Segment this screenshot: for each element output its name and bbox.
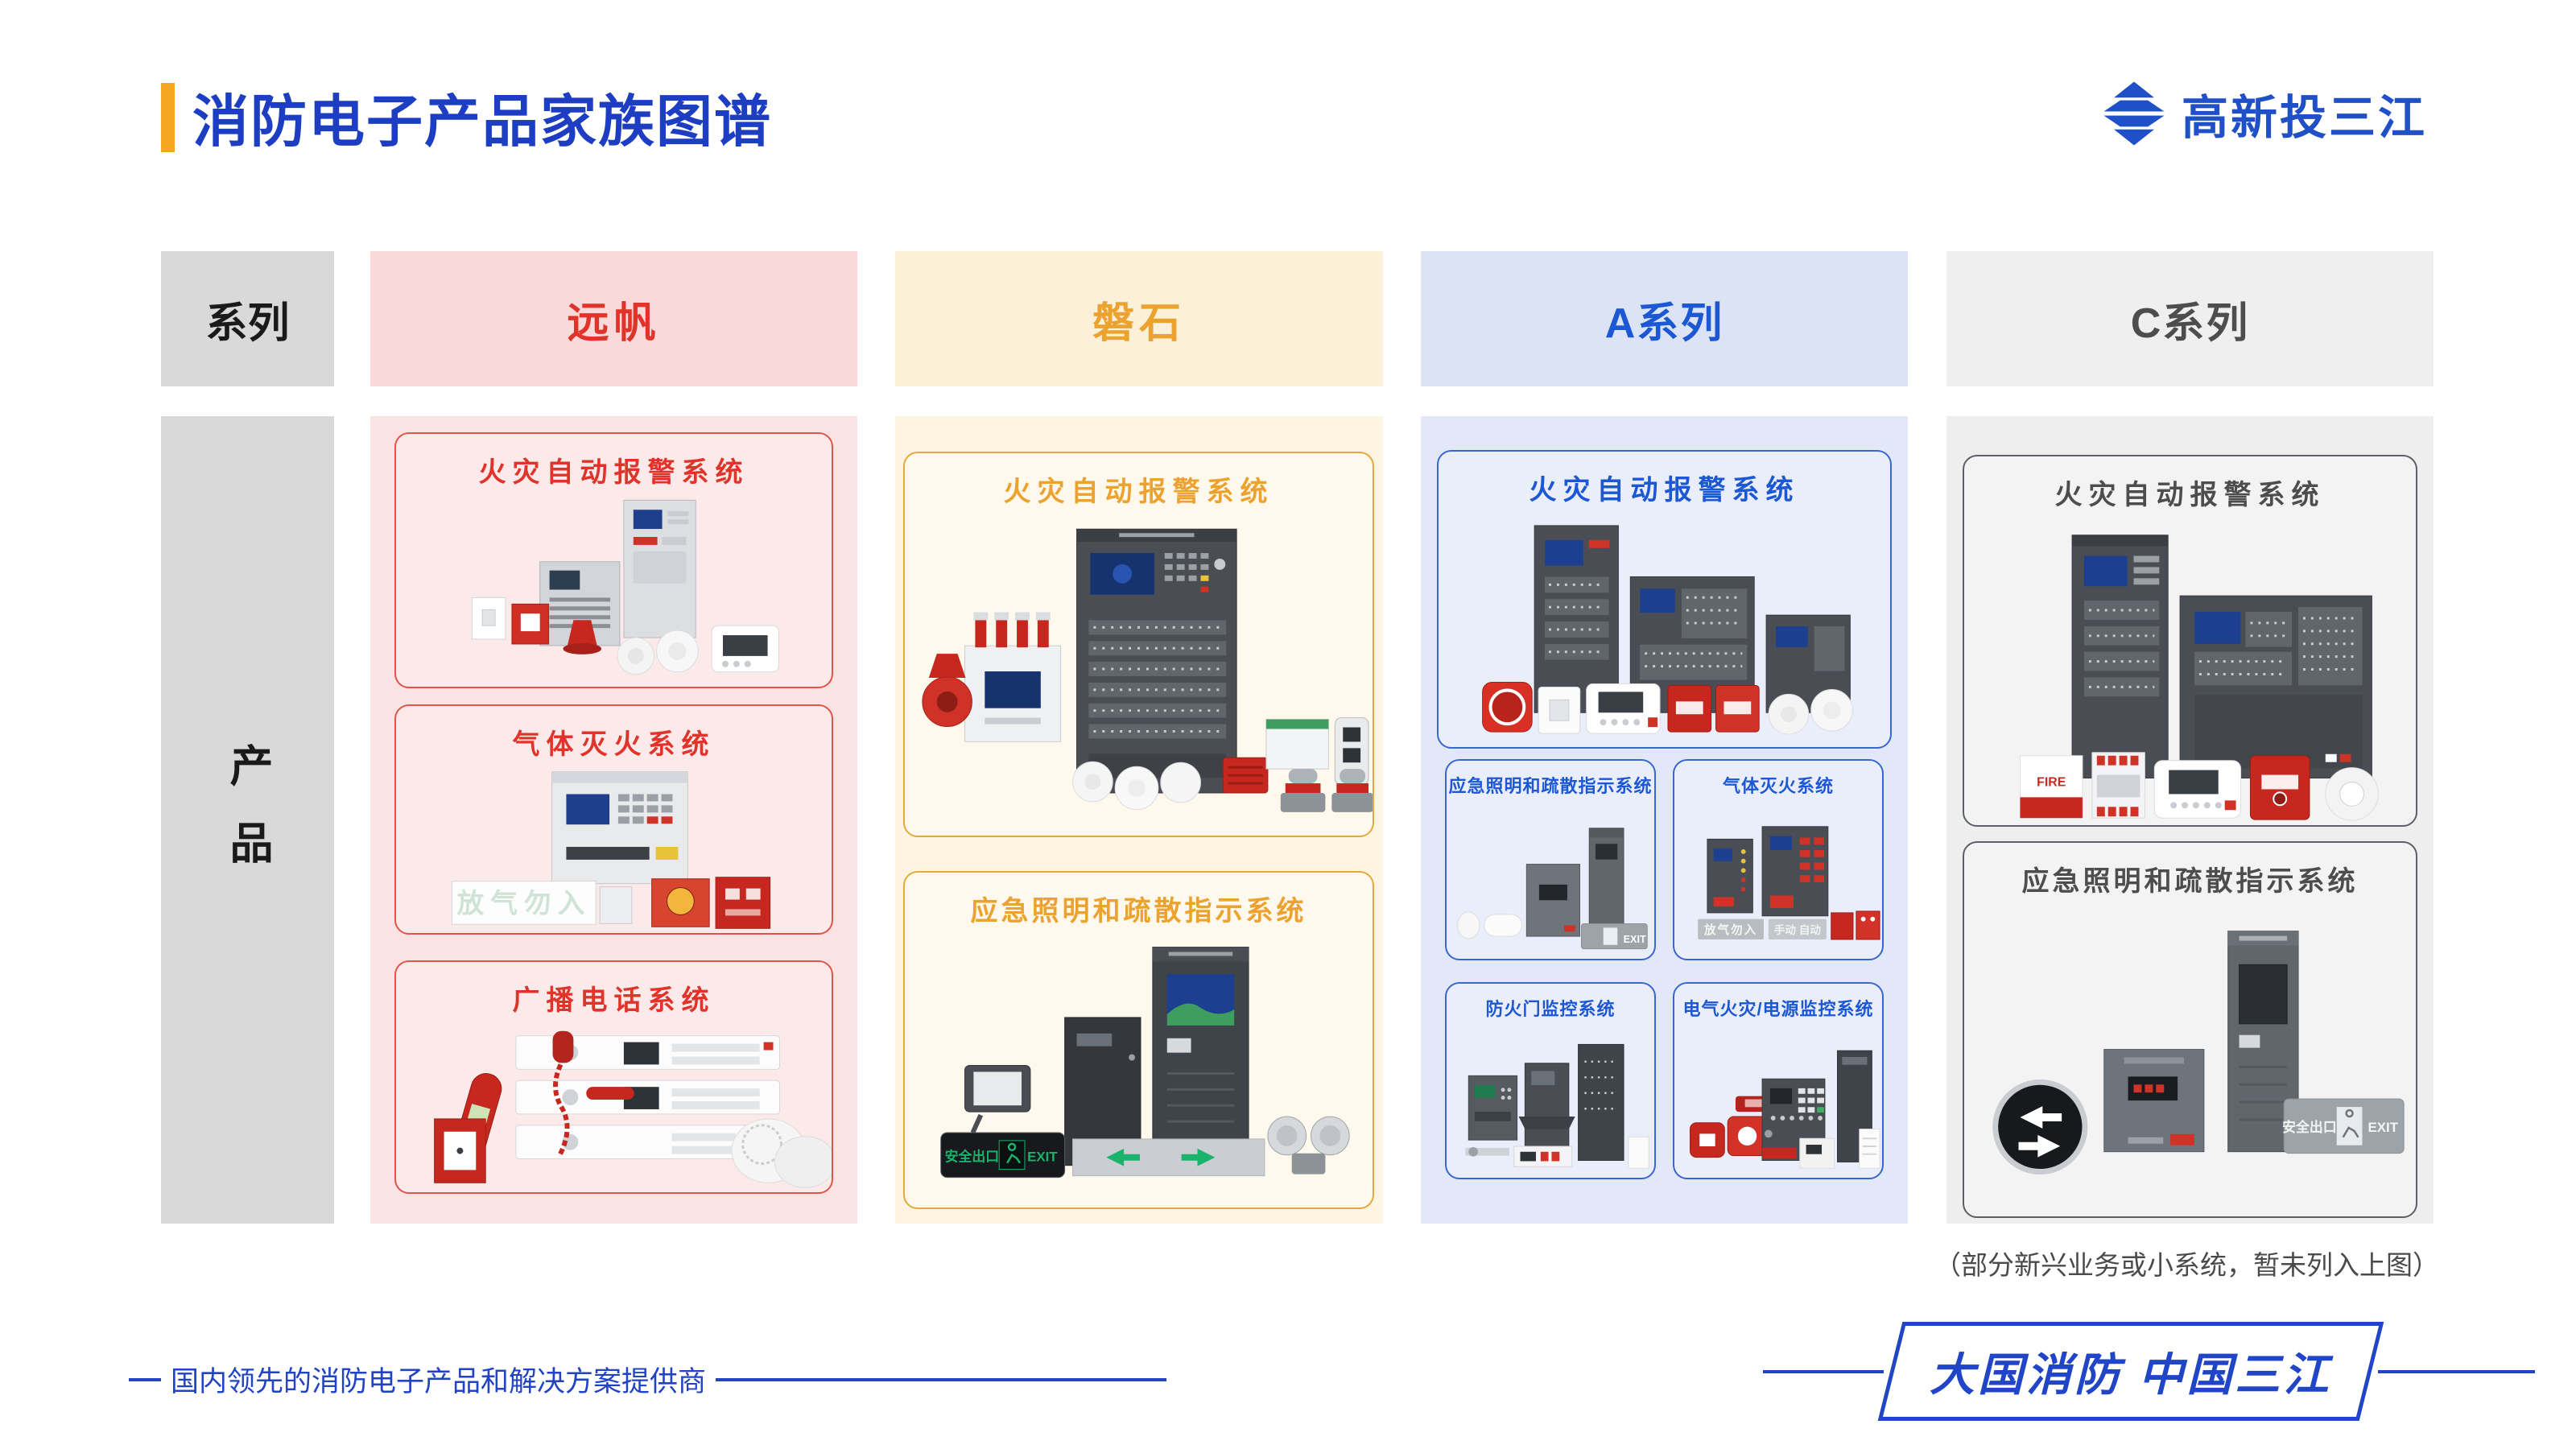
brand-line-left [1763, 1369, 1884, 1373]
box-a-electrical-fire-monitoring: 电气火灾/电源监控系统 [1673, 982, 1884, 1179]
gas-warning-sign-text: 放气勿入 [456, 888, 591, 919]
box-title: 火灾自动报警系统 [1003, 477, 1274, 507]
company-logo: 高新投三江 [2099, 79, 2427, 148]
gas-warning-sign-text: 放气勿入 [1703, 923, 1757, 937]
box-a-fire-door-monitoring: 防火门监控系统 [1445, 982, 1656, 1179]
footnote: （部分新兴业务或小系统，暂未列入上图） [1934, 1250, 2439, 1280]
box-a-fire-alarm: 火灾自动报警系统 [1437, 450, 1892, 749]
fire-alarm-system-illustration: FIRE [2020, 535, 2379, 821]
broadcast-telephone-illustration [434, 1030, 832, 1188]
column-body-c-series: 火灾自动报警系统 [1946, 416, 2434, 1224]
footer-slogan-block: 国内领先的消防电子产品和解决方案提供商 [129, 1359, 1167, 1400]
box-a-gas-suppression: 气体灭火系统 放气勿入 手动 自动 [1673, 759, 1884, 960]
exit-sign-en-text: EXIT [1624, 934, 1646, 945]
column-header-a-series: A系列 [1421, 251, 1908, 386]
diamond-logo-icon [2100, 81, 2168, 146]
box-panshi-fire-alarm: 火灾自动报警系统 [903, 452, 1374, 837]
box-title: 火灾自动报警系统 [1529, 475, 1800, 506]
exit-sign-en-text: EXIT [1027, 1150, 1058, 1165]
emergency-lighting-illustration: 安全出口 EXIT [940, 947, 1350, 1179]
box-title: 气体灭火系统 [512, 729, 716, 760]
fire-module-label-text: FIRE [2037, 775, 2066, 789]
column-header-yuanfan: 远帆 [370, 251, 857, 386]
footer-line-right [716, 1377, 1167, 1381]
box-title: 应急照明和疏散指示系统 [970, 896, 1307, 927]
box-title: 电气火灾/电源监控系统 [1682, 999, 1874, 1019]
exit-sign-cn-text: 安全出口 [945, 1149, 1000, 1165]
brand-line-right [2377, 1369, 2535, 1373]
emergency-lighting-illustration: EXIT [1457, 828, 1648, 950]
box-yuanfan-fire-alarm: 火灾自动报警系统 [394, 432, 833, 688]
product-row-label: 产品 [223, 742, 271, 898]
column-header-c-series: C系列 [1946, 251, 2434, 386]
brand-script-text: 大国消防 中国三江 [1930, 1349, 2332, 1400]
fire-alarm-system-illustration [471, 499, 779, 675]
brand-block: 大国消防 中国三江 [1763, 1322, 2535, 1421]
brand-parallelogram: 大国消防 中国三江 [1877, 1322, 2384, 1421]
box-title: 火灾自动报警系统 [478, 457, 749, 488]
box-title: 应急照明和疏散指示系统 [1448, 776, 1653, 796]
footer-line-left [129, 1377, 161, 1381]
column-body-a-series: 火灾自动报警系统 [1421, 416, 1908, 1224]
box-title: 火灾自动报警系统 [2054, 480, 2326, 510]
fire-alarm-system-illustration [922, 528, 1373, 812]
box-title: 防火门监控系统 [1485, 999, 1616, 1019]
column-body-panshi: 火灾自动报警系统 [895, 416, 1383, 1224]
box-a-emergency-lighting: 应急照明和疏散指示系统 EXIT [1445, 759, 1656, 960]
box-panshi-emergency-lighting: 应急照明和疏散指示系统 安全出口 EXIT [903, 871, 1374, 1209]
product-row-label-cell: 产品 [161, 416, 334, 1224]
exit-sign-cn-text: 安全出口 [2282, 1119, 2337, 1135]
title-block: 消防电子产品家族图谱 [161, 76, 772, 158]
column-body-yuanfan: 火灾自动报警系统 [370, 416, 857, 1224]
company-logo-text: 高新投三江 [2181, 92, 2427, 144]
gas-suppression-illustration: 放气勿入 手动 自动 [1698, 826, 1880, 940]
box-yuanfan-broadcast-telephone: 广播电话系统 [394, 960, 833, 1194]
electrical-fire-monitoring-illustration [1689, 1050, 1880, 1169]
fire-door-monitoring-illustration [1465, 1043, 1649, 1169]
box-title: 应急照明和疏散指示系统 [2021, 866, 2359, 897]
column-header-panshi: 磐石 [895, 251, 1383, 386]
manual-auto-sign-text: 手动 自动 [1774, 923, 1822, 936]
footer-slogan: 国内领先的消防电子产品和解决方案提供商 [171, 1366, 707, 1397]
emergency-lighting-illustration: 安全出口 EXIT [1992, 931, 2405, 1174]
box-c-fire-alarm: 火灾自动报警系统 [1963, 455, 2417, 827]
box-title: 气体灭火系统 [1722, 776, 1834, 796]
title-accent-bar [161, 82, 175, 152]
page-title: 消防电子产品家族图谱 [192, 90, 772, 153]
box-title: 广播电话系统 [512, 985, 716, 1016]
gas-suppression-illustration: 放气勿入 [451, 771, 771, 929]
series-row-label: 系列 [161, 251, 334, 386]
box-yuanfan-gas-suppression: 气体灭火系统 放气勿入 [394, 704, 833, 935]
exit-sign-en-text: EXIT [2368, 1120, 2399, 1135]
fire-alarm-system-illustration [1482, 525, 1853, 735]
box-c-emergency-lighting: 应急照明和疏散指示系统 安全出口 [1963, 841, 2417, 1218]
